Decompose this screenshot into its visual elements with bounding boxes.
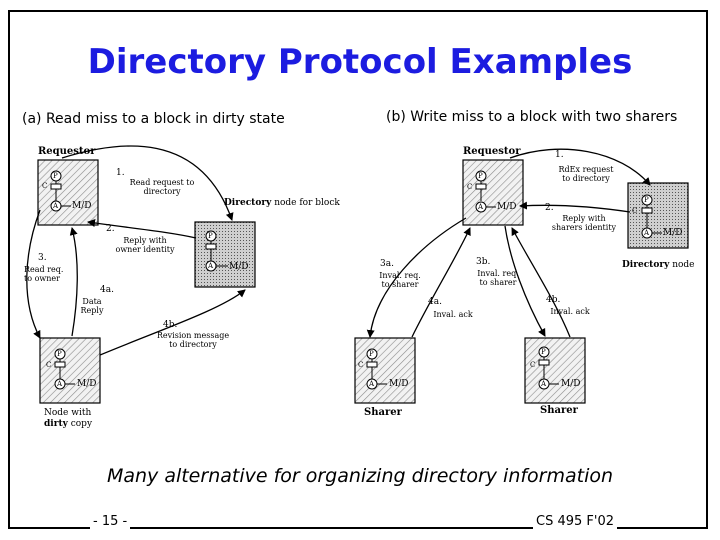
msg-a1-label: Read request to directory <box>129 178 195 196</box>
node-letter-p: P <box>541 348 546 356</box>
node-letter-c: C <box>632 207 638 215</box>
node-letter-p: P <box>208 232 213 240</box>
directory-b-node-box <box>627 182 689 249</box>
node-letter-p: P <box>53 172 58 180</box>
node-letter-a: A <box>53 202 59 210</box>
node-letter-c: C <box>42 182 48 190</box>
step-a1-number: 1. <box>116 168 125 178</box>
step-a4a-number: 4a. <box>100 285 114 295</box>
arrow-b-step1 <box>509 148 651 186</box>
msg-b3a-label: Inval. req. to sharer <box>379 271 421 289</box>
directory-a-label: Directory node for block <box>224 198 340 208</box>
directory-a-rest: node for block <box>274 198 340 208</box>
step-a3-number: 3. <box>38 253 47 263</box>
node-letter-a: A <box>369 380 375 388</box>
arrow-b-step4b <box>511 227 571 338</box>
node-label-md: M/D <box>497 202 517 212</box>
node-label-md: M/D <box>663 228 683 238</box>
directory-b-label: Directory node <box>622 260 695 270</box>
msg-a2-label: Reply with owner identity <box>115 236 175 254</box>
directory-a-bold: Directory <box>224 198 272 208</box>
msg-a4a-label: Data Reply <box>80 297 104 315</box>
sharer2-node-box <box>524 337 586 404</box>
node-letter-c: C <box>530 361 536 369</box>
arrow-a-step2 <box>87 219 197 239</box>
msg-a4b-label: Revision message to directory <box>156 331 230 349</box>
node-letter-a: A <box>478 203 484 211</box>
msg-b3b-label: Inval. req. to sharer <box>477 269 519 287</box>
owner-bold: dirty <box>44 419 68 429</box>
msg-b1-label: RdEx request to directory <box>558 165 614 183</box>
slide-title: Directory Protocol Examples <box>87 42 633 82</box>
node-label-md: M/D <box>229 262 249 272</box>
node-label-md: M/D <box>389 379 409 389</box>
node-label-md: M/D <box>77 379 97 389</box>
step-b4a-number: 4a. <box>428 297 442 307</box>
owner-line2: dirty copy <box>44 419 92 429</box>
requestor-b-label: Requestor <box>463 146 521 157</box>
node-label-md: M/D <box>561 379 581 389</box>
requestor-a-label: Requestor <box>38 146 96 157</box>
node-letter-a: A <box>644 229 650 237</box>
directory-b-rest: node <box>672 260 695 270</box>
node-letter-c: C <box>46 361 52 369</box>
msg-a3-label: Read req. to owner <box>24 265 64 283</box>
owner-line1: Node with <box>44 408 92 418</box>
arrow-b-step3b <box>504 225 546 337</box>
node-letter-p: P <box>369 350 374 358</box>
requestor-a-node-box <box>37 159 99 226</box>
node-letter-p: P <box>57 350 62 358</box>
msg-b4b-label: Inval. ack <box>550 307 590 316</box>
sharer1-label: Sharer <box>364 407 402 418</box>
footnote: Many alternative for organizing director… <box>106 465 614 487</box>
subtitle-a: (a) Read miss to a block in dirty state <box>22 111 285 127</box>
owner-node-box <box>39 337 101 404</box>
owner-rest: copy <box>70 419 93 429</box>
node-label-md: M/D <box>72 201 92 211</box>
node-letter-a: A <box>208 262 214 270</box>
node-letter-c: C <box>467 183 473 191</box>
step-b3a-number: 3a. <box>380 259 394 269</box>
arrow-b-step4a <box>411 227 471 338</box>
step-b2-number: 2. <box>545 203 554 213</box>
node-letter-c: C <box>358 361 364 369</box>
course-label: CS 495 F'02 <box>533 514 617 530</box>
node-letter-a: A <box>541 380 547 388</box>
step-b1-number: 1. <box>555 150 564 160</box>
directory-b-bold: Directory <box>622 260 670 270</box>
slide-frame <box>8 10 708 529</box>
step-b4b-number: 4b. <box>546 295 561 305</box>
node-letter-a: A <box>57 380 63 388</box>
step-a4b-number: 4b. <box>163 320 178 330</box>
arrow-a-step4b <box>99 289 246 356</box>
directory-a-node-box <box>194 221 256 288</box>
arrow-a-step1 <box>61 145 234 221</box>
page-number: - 15 - <box>90 514 131 530</box>
msg-b2-label: Reply with sharers identity <box>551 214 617 232</box>
node-letter-p: P <box>644 196 649 204</box>
arrow-a-step4a <box>69 227 78 337</box>
step-b3b-number: 3b. <box>476 257 491 267</box>
requestor-b-node-box <box>462 159 524 226</box>
arrow-a-step3 <box>26 209 41 339</box>
node-letter-p: P <box>478 172 483 180</box>
msg-b4a-label: Inval. ack <box>433 310 473 319</box>
sharer1-node-box <box>354 337 416 404</box>
sharer2-label: Sharer <box>540 405 578 416</box>
subtitle-b: (b) Write miss to a block with two share… <box>386 109 678 125</box>
step-a2-number: 2. <box>106 224 115 234</box>
arrow-b-step3a <box>366 217 467 338</box>
arrow-b-step2 <box>519 201 631 213</box>
